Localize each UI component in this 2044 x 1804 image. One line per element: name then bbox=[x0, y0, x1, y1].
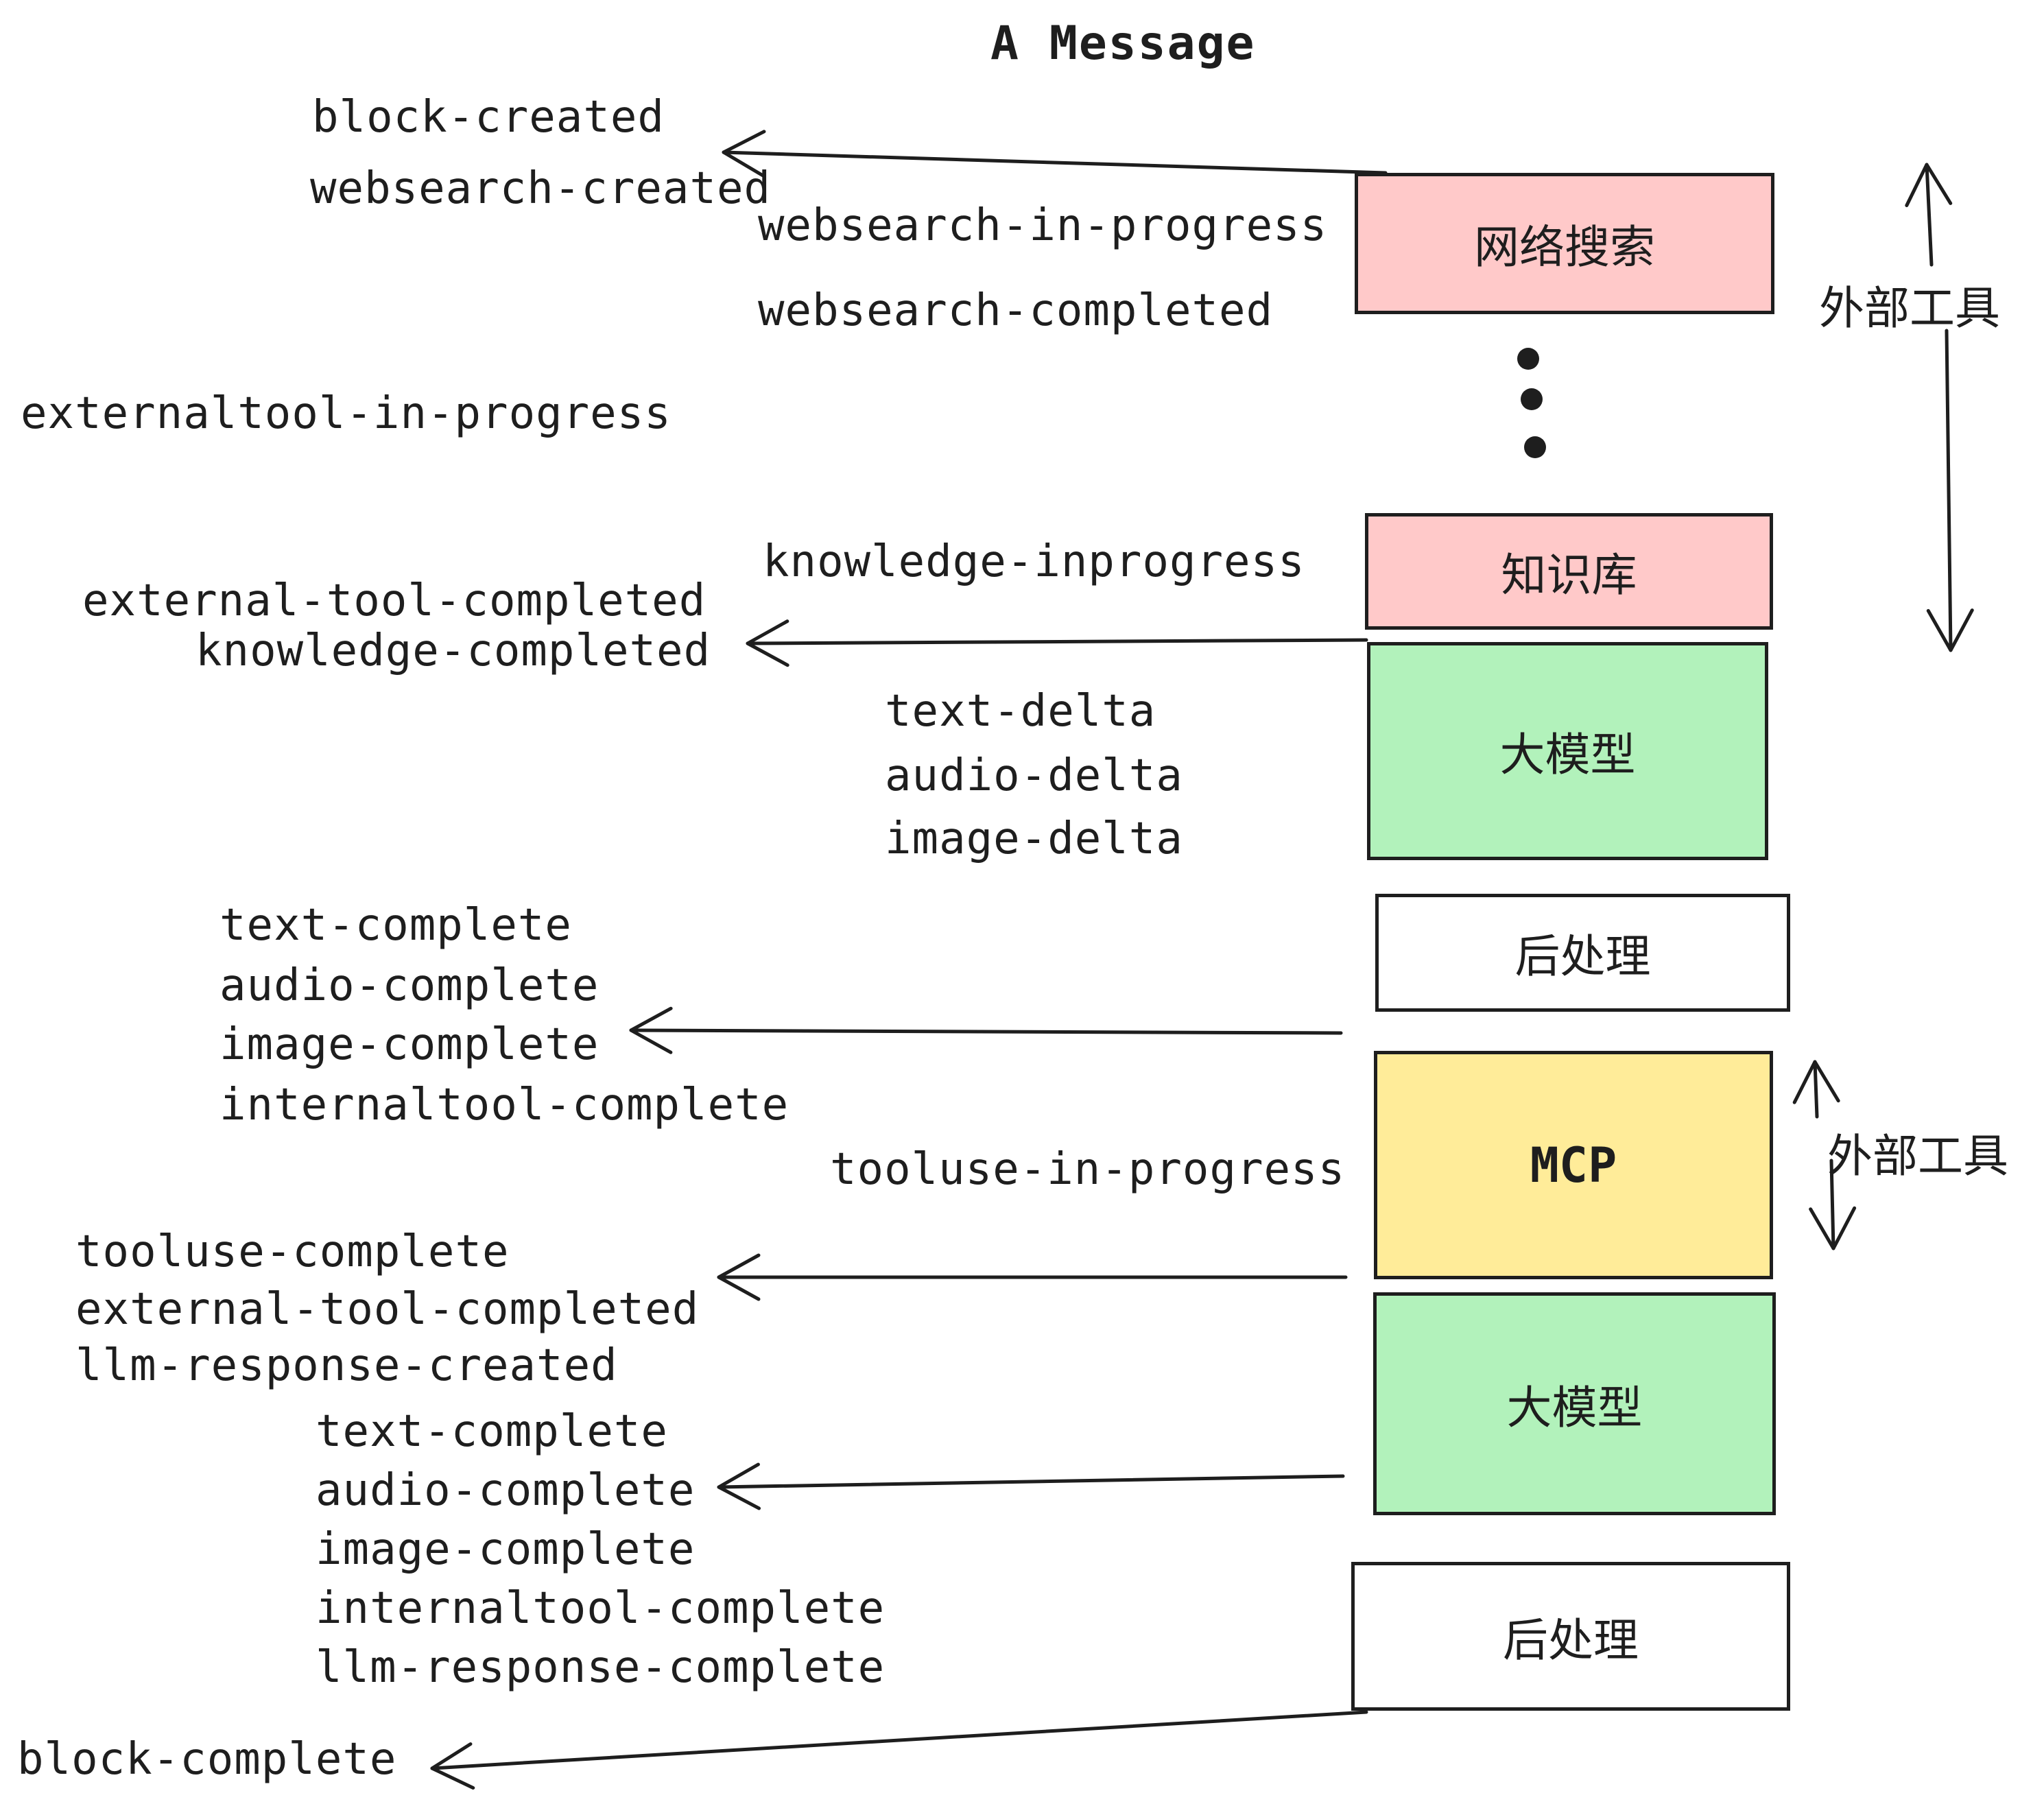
event-text-complete-2: text-complete bbox=[316, 1406, 668, 1457]
box-mcp: MCP bbox=[1374, 1051, 1773, 1279]
event-image-complete-2: image-complete bbox=[316, 1524, 696, 1575]
box-websearch: 网络搜索 bbox=[1355, 173, 1774, 314]
event-llm-response-created: llm-response-created bbox=[75, 1340, 618, 1391]
event-internaltool-complete-1: internaltool-complete bbox=[219, 1080, 789, 1130]
event-external-tool-completed-2: external-tool-completed bbox=[75, 1284, 700, 1335]
event-text-complete-1: text-complete bbox=[219, 900, 572, 951]
event-audio-complete-2: audio-complete bbox=[316, 1465, 696, 1516]
event-text-delta-1: text-delta bbox=[885, 686, 1156, 737]
box-llm-2: 大模型 bbox=[1373, 1292, 1776, 1515]
arrow-external-tools-up-1 bbox=[1905, 163, 1953, 267]
arrow-to-knowledge-completed bbox=[746, 619, 1368, 667]
box-postprocess-2: 后处理 bbox=[1351, 1562, 1790, 1711]
event-block-complete: block-complete bbox=[17, 1734, 397, 1785]
event-websearch-in-progress: websearch-in-progress bbox=[758, 200, 1328, 251]
event-block-created: block-created bbox=[312, 92, 665, 143]
event-external-tool-completed-1: external-tool-completed bbox=[82, 575, 706, 626]
label-external-tools-2: 外部工具 bbox=[1827, 1130, 2008, 1183]
arrow-to-image-complete bbox=[629, 1006, 1343, 1054]
box-llm-1: 大模型 bbox=[1367, 642, 1768, 860]
event-tooluse-complete: tooluse-complete bbox=[75, 1226, 510, 1277]
event-image-delta-1: image-delta bbox=[885, 814, 1183, 864]
diagram-title: A Message bbox=[990, 16, 1256, 71]
arrow-to-block-created bbox=[722, 130, 1388, 178]
event-websearch-completed: websearch-completed bbox=[758, 285, 1274, 336]
box-postprocess-1: 后处理 bbox=[1375, 894, 1790, 1012]
event-externaltool-in-progress: externaltool-in-progress bbox=[21, 388, 672, 439]
arrow-external-tools-up-2 bbox=[1792, 1060, 1840, 1119]
event-tooluse-in-progress: tooluse-in-progress bbox=[830, 1144, 1346, 1195]
ellipsis-dot-2 bbox=[1521, 388, 1543, 410]
event-image-complete-1: image-complete bbox=[219, 1019, 599, 1070]
label-external-tools-1: 外部工具 bbox=[1819, 282, 2000, 335]
event-audio-delta-1: audio-delta bbox=[885, 750, 1183, 801]
event-audio-complete-1: audio-complete bbox=[219, 960, 599, 1011]
arrow-to-block-complete bbox=[430, 1710, 1368, 1790]
ellipsis-dot-3 bbox=[1524, 436, 1546, 458]
event-knowledge-inprogress: knowledge-inprogress bbox=[763, 536, 1305, 587]
arrow-to-audio-complete bbox=[717, 1462, 1345, 1510]
arrow-external-tools-down-1 bbox=[1926, 329, 1974, 652]
ellipsis-dot-1 bbox=[1517, 348, 1539, 370]
event-websearch-created: websearch-created bbox=[310, 163, 772, 214]
event-internaltool-complete-2: internaltool-complete bbox=[316, 1583, 886, 1634]
event-llm-response-complete: llm-response-complete bbox=[316, 1642, 886, 1693]
box-knowledge: 知识库 bbox=[1365, 513, 1773, 630]
event-knowledge-completed: knowledge-completed bbox=[195, 626, 711, 676]
